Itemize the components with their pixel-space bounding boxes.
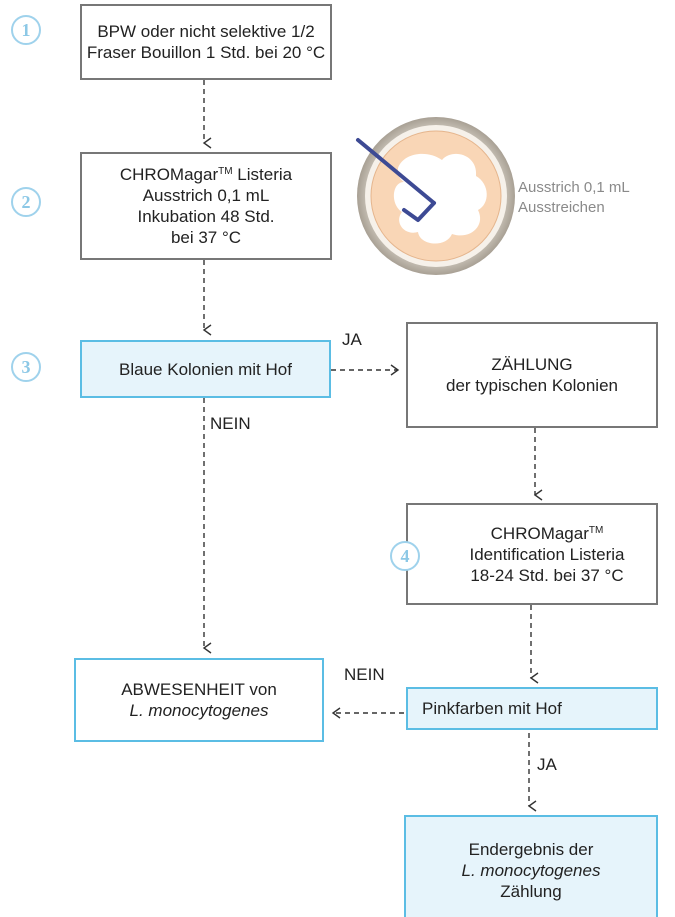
product-name: Listeria (232, 165, 293, 184)
box-blue-colonies-text: Blaue Kolonien mit Hof (119, 359, 292, 379)
box-identification-line3: 18-24 Std. bei 37 °C (470, 565, 624, 585)
box-chromagar-title: CHROMagarTM Listeria (120, 164, 292, 185)
box-chromagar-line2: Ausstrich 0,1 mL (142, 186, 270, 205)
step-4-badge: 4 (390, 541, 420, 571)
box-enrichment: BPW oder nicht selektive 1/2 Fraser Boui… (80, 4, 332, 80)
box-chromagar-line3: Inkubation 48 Std. (137, 207, 275, 226)
box-enrichment-line2: Fraser Bouillon 1 Std. bei 20 °C (86, 43, 326, 62)
label-nein-1: NEIN (210, 414, 251, 433)
box-final-result: Endergebnis der L. monocytogenes Zählung (404, 815, 658, 917)
box-pink-text: Pinkfarben mit Hof (422, 699, 562, 718)
label-ja-2: JA (537, 755, 557, 774)
box-final-line3: Zählung (500, 881, 562, 901)
trademark-sup: TM (588, 524, 604, 536)
box-count: ZÄHLUNG der typischen Kolonien (406, 322, 658, 428)
brand-name: CHROMagar (119, 165, 219, 184)
label-nein-2: NEIN (344, 665, 385, 684)
box-final-line2: L. monocytogenes (461, 860, 601, 880)
box-count-line1: ZÄHLUNG (491, 355, 573, 374)
box-final-line1: Endergebnis der (468, 839, 594, 859)
box-blue-colonies: Blaue Kolonien mit Hof (80, 340, 331, 398)
step-2-badge: 2 (11, 187, 41, 217)
box-chromagar-listeria: CHROMagarTM Listeria Ausstrich 0,1 mL In… (80, 152, 332, 260)
petri-dish-icon (356, 117, 515, 275)
step-1-badge: 1 (11, 15, 41, 45)
box-pink: Pinkfarben mit Hof (406, 687, 658, 730)
box-chromagar-line4: bei 37 °C (170, 228, 242, 247)
box-identification-line2: Identification Listeria (469, 544, 625, 564)
plate-caption-line2: Ausstreichen (518, 199, 605, 216)
step-3-badge: 3 (11, 352, 41, 382)
box-identification: CHROMagarTM Identification Listeria 18-2… (406, 503, 658, 605)
box-enrichment-line1: BPW oder nicht selektive 1/2 (97, 22, 315, 41)
brand-name: CHROMagar (490, 523, 589, 543)
plate-caption-line1: Ausstrich 0,1 mL (518, 179, 630, 196)
box-absence-line2: L. monocytogenes (129, 701, 269, 720)
trademark-sup: TM (218, 166, 233, 177)
box-count-line2: der typischen Kolonien (445, 376, 618, 395)
plate-caption: Ausstrich 0,1 mL Ausstreichen (518, 178, 630, 218)
box-identification-title: CHROMagarTM (491, 523, 604, 544)
label-ja-1: JA (342, 330, 362, 349)
box-absence: ABWESENHEIT von L. monocytogenes (74, 658, 324, 742)
box-absence-line1: ABWESENHEIT von (121, 680, 277, 699)
